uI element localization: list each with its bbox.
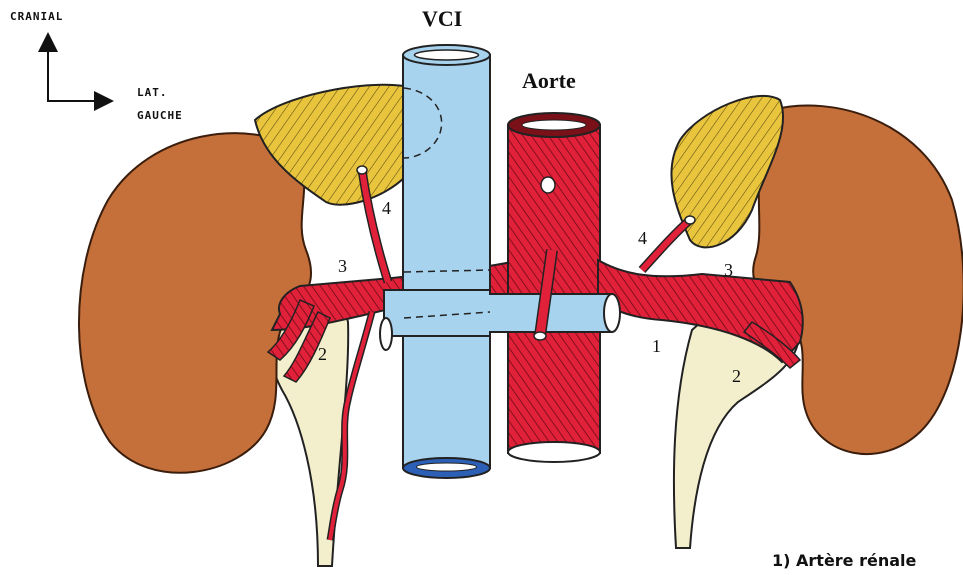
- label-left-3: 3: [338, 256, 347, 276]
- orientation-compass: CRANIAL LAT. GAUCHE: [10, 10, 183, 122]
- right-kidney: [753, 106, 963, 455]
- aorta-branch-ostium: [541, 177, 555, 193]
- vci: [403, 45, 490, 478]
- label-right-2: 2: [732, 366, 741, 386]
- cranial-label: CRANIAL: [10, 10, 63, 23]
- label-right-4: 4: [638, 228, 647, 248]
- label-right-1: 1: [652, 336, 661, 356]
- label-right-3: 3: [724, 260, 733, 280]
- label-left-4: 4: [382, 198, 391, 218]
- right-adrenal-artery-ostium: [685, 216, 695, 224]
- left-adrenal-artery-ostium: [357, 166, 367, 174]
- legend-item-1: 1) Artère rénale: [772, 551, 916, 570]
- aorta: [508, 113, 600, 462]
- label-left-2: 2: [318, 344, 327, 364]
- vci-trunk: [403, 55, 490, 468]
- left-kidney: [79, 133, 311, 473]
- aorta-bottom-opening: [508, 442, 600, 462]
- aorta-label: Aorte: [522, 68, 576, 93]
- renal-vein-left-opening: [380, 318, 392, 350]
- aorta-trunk: [508, 125, 600, 453]
- renal-vein-right-opening: [604, 294, 620, 332]
- lateral-label-line2: GAUCHE: [137, 109, 183, 122]
- vci-label: VCI: [422, 6, 462, 31]
- legend: 1) Artère rénale: [772, 551, 963, 573]
- lateral-label-line1: LAT.: [137, 86, 168, 99]
